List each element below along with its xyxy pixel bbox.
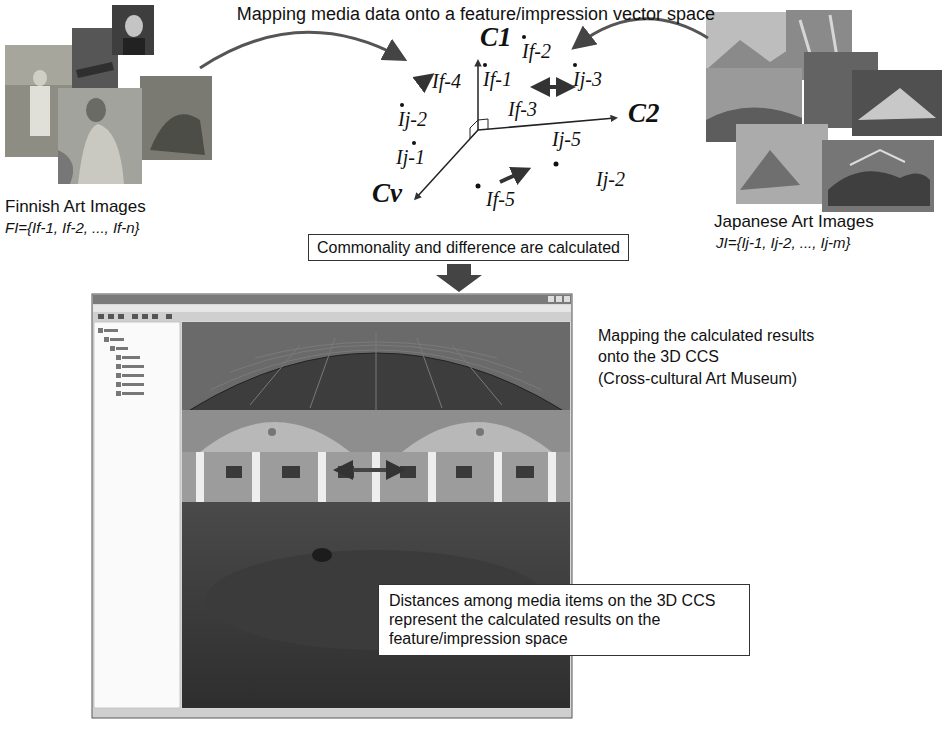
point-label: If-5 <box>486 188 515 211</box>
point-label: Ij-3 <box>573 68 602 91</box>
vector-axes <box>416 62 615 198</box>
set-notation: FI={If-1, If-2, ..., If-n} <box>5 219 140 236</box>
note-box: Distances among media items on the 3D CC… <box>378 584 750 656</box>
title: Mapping media data onto a feature/impres… <box>0 4 952 25</box>
box-text: Distances among media items on the 3D CC… <box>389 591 739 649</box>
point-label: Ij-5 <box>552 128 581 151</box>
caption-text: Finnish Art Images <box>5 197 146 217</box>
point-label: If-3 <box>508 98 537 121</box>
axis-label: C2 <box>628 98 660 129</box>
down-arrow <box>436 264 482 292</box>
japanese-art-collage <box>706 10 942 212</box>
finnish-art-collage <box>5 5 212 184</box>
point-label: If-4 <box>432 70 461 93</box>
difference-arrows <box>420 78 568 182</box>
axis-label: C1 <box>480 22 512 53</box>
point-label: If-1 <box>483 68 512 91</box>
mapping-arrow <box>200 32 402 68</box>
axis-label: Cv <box>372 178 402 209</box>
process-box: Commonality and difference are calculate… <box>308 234 629 261</box>
box-text: Commonality and difference are calculate… <box>317 238 620 257</box>
note-text: Mapping the calculated results onto the … <box>598 326 848 368</box>
point-label: Ij-2 <box>398 108 427 131</box>
caption-text: Japanese Art Images <box>714 212 874 232</box>
point-label: If-2 <box>522 40 551 63</box>
point-label: Ij-1 <box>396 146 425 169</box>
note-text: (Cross-cultural Art Museum) <box>598 370 797 388</box>
set-notation: JI={Ij-1, Ij-2, ..., Ij-m} <box>716 234 851 251</box>
point-label: Ij-2 <box>596 168 625 191</box>
